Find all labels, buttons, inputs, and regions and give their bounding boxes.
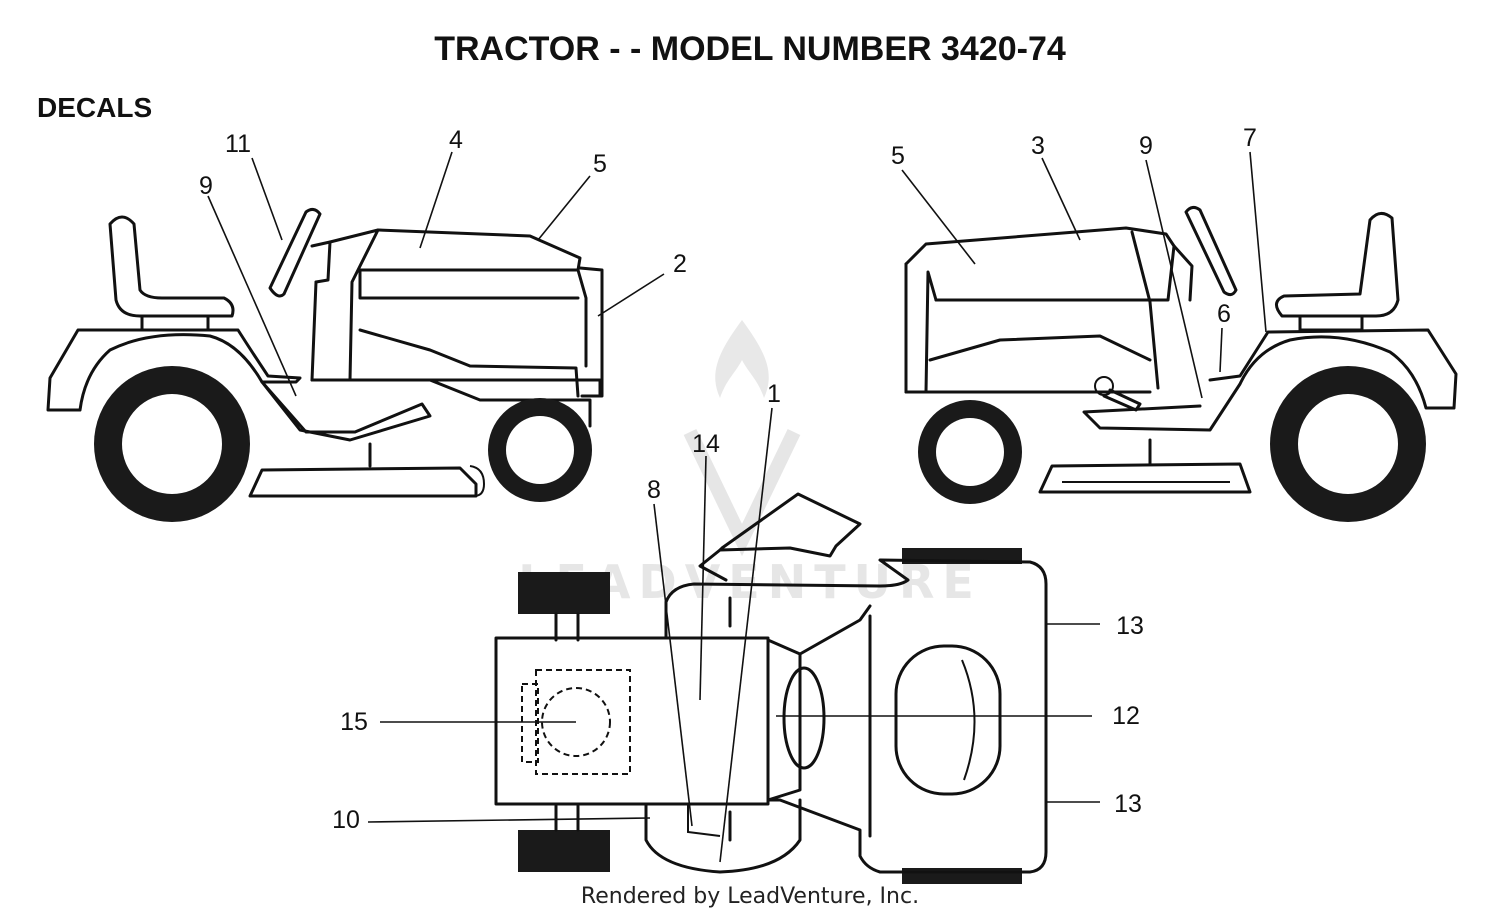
callout-right-3: 3 bbox=[1031, 132, 1045, 160]
callout-top-1: 1 bbox=[767, 380, 781, 408]
callout-top-12: 12 bbox=[1112, 702, 1140, 730]
callout-top-14: 14 bbox=[692, 430, 720, 458]
callout-left-2: 2 bbox=[673, 250, 687, 278]
callout-left-11: 11 bbox=[225, 130, 251, 158]
right-side-view bbox=[904, 205, 1458, 522]
callout-right-6: 6 bbox=[1217, 300, 1231, 328]
render-credit: Rendered by LeadVenture, Inc. bbox=[580, 884, 920, 909]
top-view bbox=[494, 492, 1048, 884]
left-side-view bbox=[46, 207, 604, 522]
callout-top-13-lower: 13 bbox=[1114, 790, 1142, 818]
callout-left-9: 9 bbox=[199, 172, 213, 200]
callout-left-4: 4 bbox=[449, 126, 463, 154]
callout-right-9: 9 bbox=[1139, 132, 1153, 160]
diagram-title: TRACTOR - - MODEL NUMBER 3420-74 bbox=[434, 30, 1066, 68]
callout-top-13-upper: 13 bbox=[1116, 612, 1144, 640]
callout-labels: 11 4 5 9 2 5 3 9 7 6 1 14 8 13 15 12 10 … bbox=[199, 124, 1257, 834]
callout-right-5: 5 bbox=[891, 142, 905, 170]
callout-left-5: 5 bbox=[593, 150, 607, 178]
section-heading: DECALS bbox=[37, 92, 153, 123]
callout-top-15: 15 bbox=[340, 708, 368, 736]
callout-top-10: 10 bbox=[332, 806, 360, 834]
leader-lines bbox=[207, 151, 1267, 863]
callout-right-7: 7 bbox=[1243, 124, 1257, 152]
callout-top-8: 8 bbox=[647, 476, 661, 504]
